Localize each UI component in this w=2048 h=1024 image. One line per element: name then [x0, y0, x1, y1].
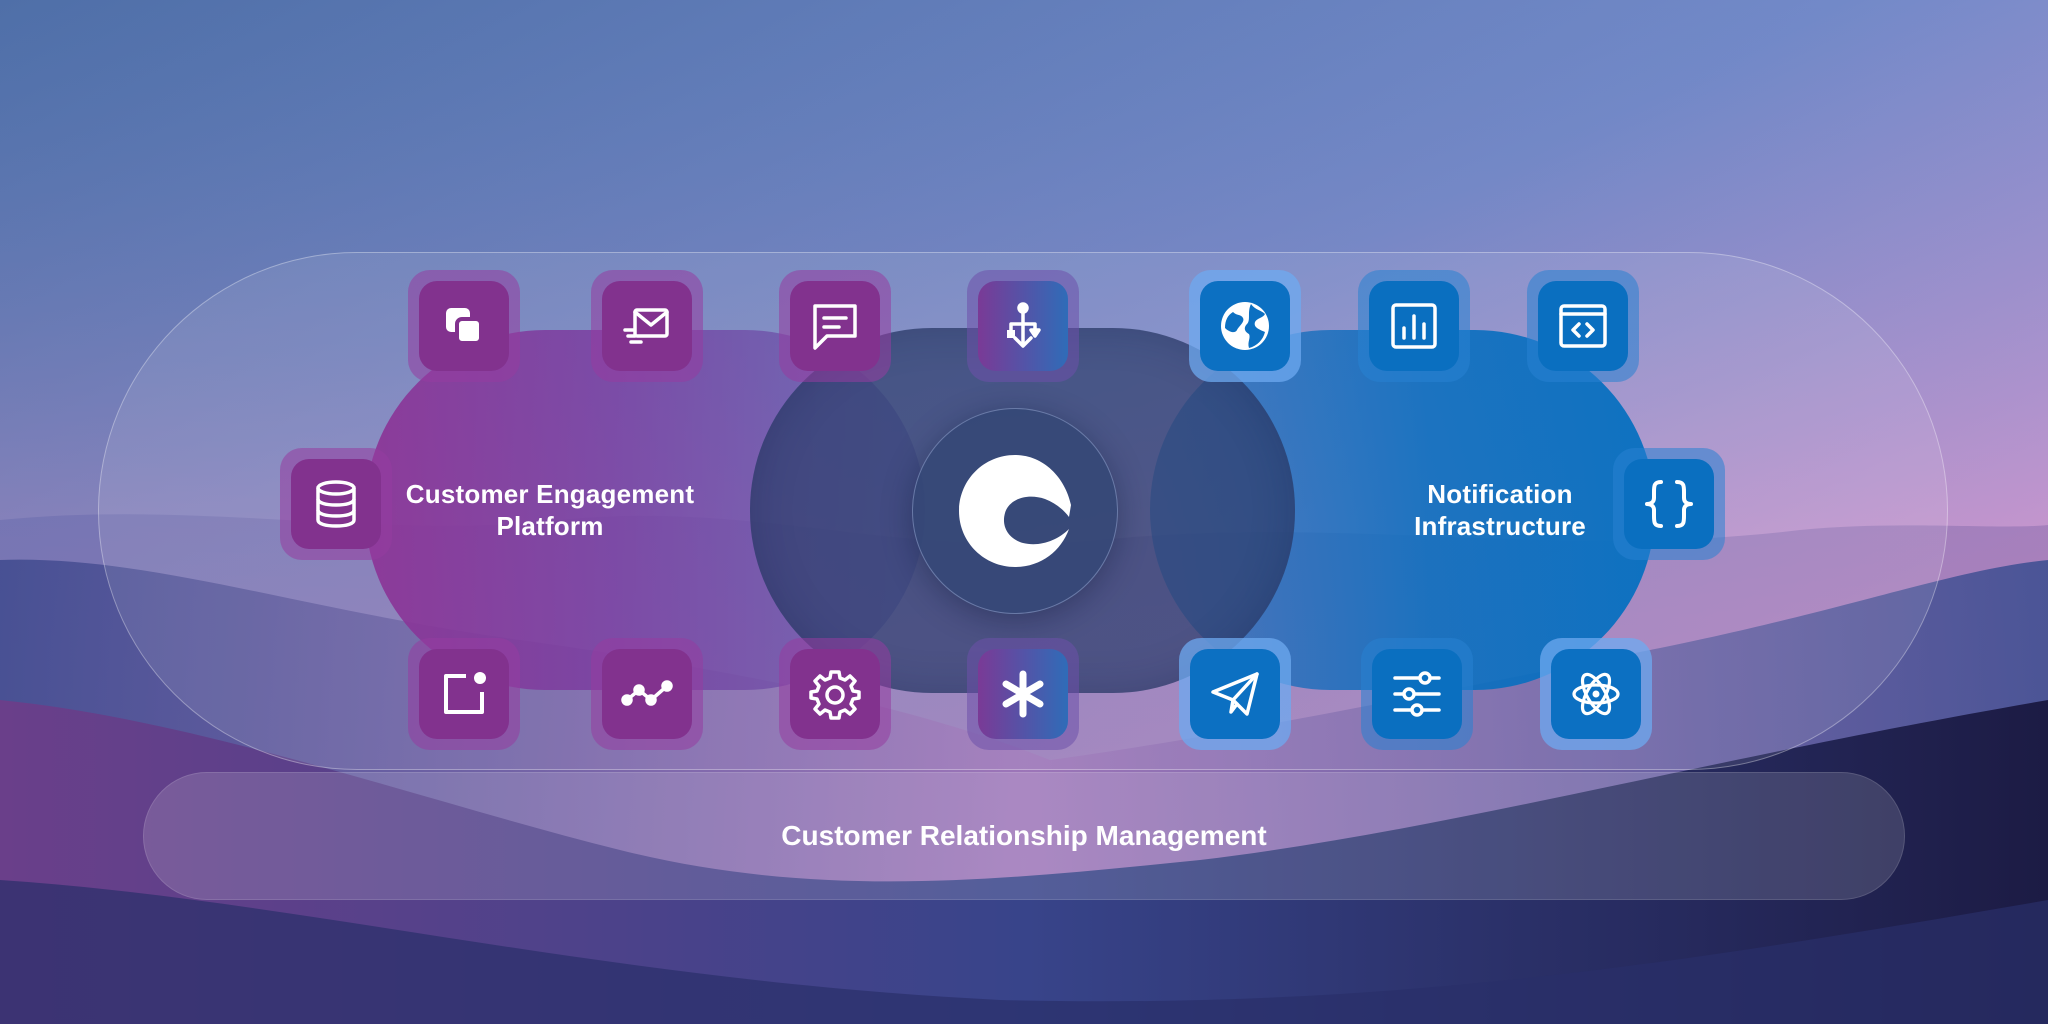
tile-database[interactable] [280, 448, 392, 560]
customer-engagement-label-line1: Customer Engagement [405, 479, 695, 509]
crm-label: Customer Relationship Management [781, 820, 1267, 851]
tile-mail[interactable] [591, 270, 703, 382]
bar-chart-icon [1391, 303, 1437, 349]
asterisk-icon [1002, 670, 1044, 718]
globe-icon [1221, 302, 1269, 350]
tile-sliders[interactable] [1361, 638, 1473, 750]
code-window-icon [1559, 304, 1607, 348]
customer-engagement-label-line2: Platform [496, 511, 604, 541]
tile-layers[interactable] [408, 270, 520, 382]
gear-icon [809, 670, 861, 720]
tile-atom[interactable] [1540, 638, 1652, 750]
brand-logo-icon [959, 455, 1071, 567]
tile-gear[interactable] [779, 638, 891, 750]
tile-code-window[interactable] [1527, 270, 1639, 382]
mail-icon [623, 308, 669, 344]
crm-bar: Customer Relationship Management [143, 772, 1905, 900]
tile-branch-merge[interactable] [967, 270, 1079, 382]
send-icon [1211, 672, 1259, 716]
braces-icon [1645, 480, 1693, 528]
notification-infrastructure-label-line1: Notification [1427, 479, 1573, 509]
chat-icon [813, 304, 857, 350]
brand-logo [912, 408, 1118, 614]
notification-dot-icon [444, 672, 486, 714]
tile-send[interactable] [1179, 638, 1291, 750]
sliders-icon [1393, 671, 1441, 717]
tile-bar-chart[interactable] [1358, 270, 1470, 382]
customer-engagement-label: Customer Engagement Platform [385, 478, 715, 542]
tile-chat[interactable] [779, 270, 891, 382]
notification-infrastructure-label: Notification Infrastructure [1360, 478, 1640, 542]
branch-merge-icon [1007, 302, 1041, 348]
layers-icon [446, 308, 483, 345]
tile-globe[interactable] [1189, 270, 1301, 382]
atom-icon [1572, 672, 1620, 716]
tile-asterisk[interactable] [967, 638, 1079, 750]
tile-analytics-line[interactable] [591, 638, 703, 750]
database-icon [316, 480, 356, 528]
analytics-line-icon [621, 680, 673, 706]
tile-braces[interactable] [1613, 448, 1725, 560]
tile-notification-dot[interactable] [408, 638, 520, 750]
notification-infrastructure-label-line2: Infrastructure [1414, 511, 1586, 541]
